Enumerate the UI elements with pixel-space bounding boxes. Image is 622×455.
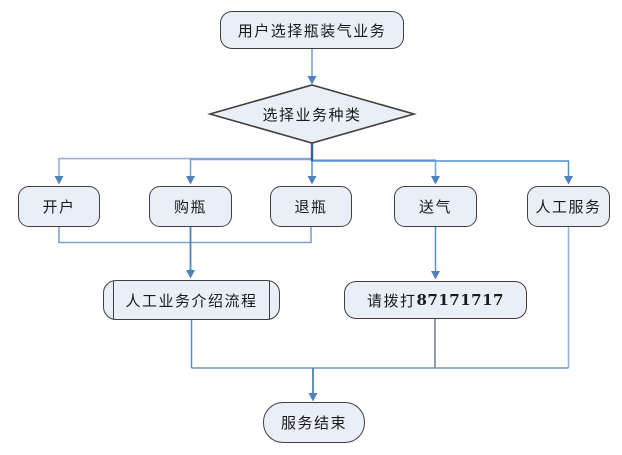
connector-decision-deliver-gas bbox=[311, 143, 437, 177]
node-call-prefix: 请拨打 bbox=[366, 291, 417, 310]
node-start: 用户选择瓶装气业务 bbox=[220, 11, 404, 49]
node-return-bottle-label: 退瓶 bbox=[294, 198, 328, 216]
connector-return-bottle-merge bbox=[190, 227, 312, 244]
node-open-account-label: 开户 bbox=[42, 198, 76, 216]
arrowhead-buy-bottle bbox=[186, 176, 195, 185]
node-buy-bottle: 购瓶 bbox=[149, 186, 232, 227]
arrowhead-end bbox=[308, 393, 318, 402]
arrowhead-call-box bbox=[431, 271, 440, 280]
node-buy-bottle-label: 购瓶 bbox=[173, 198, 207, 216]
connector-open-account-merge bbox=[58, 227, 191, 244]
node-manual-service-label: 人工服务 bbox=[535, 198, 602, 216]
arrowhead-open-account bbox=[54, 176, 64, 185]
node-start-label: 用户选择瓶装气业务 bbox=[237, 21, 387, 40]
connector-decision-buy-bottle bbox=[189, 143, 313, 177]
arrowhead-intro-process bbox=[186, 270, 195, 279]
node-open-account: 开户 bbox=[18, 186, 100, 227]
node-return-bottle: 退瓶 bbox=[270, 186, 352, 227]
arrowhead-manual-service bbox=[564, 176, 573, 185]
node-manual-service: 人工服务 bbox=[527, 186, 610, 227]
node-intro-process-label: 人工业务介绍流程 bbox=[125, 291, 258, 310]
arrowhead-deliver-gas bbox=[431, 176, 440, 185]
node-deliver-gas: 送气 bbox=[394, 186, 477, 227]
node-deliver-gas-label: 送气 bbox=[418, 198, 452, 216]
decision-diamond-shape bbox=[207, 84, 417, 144]
node-end: 服务结束 bbox=[263, 402, 365, 443]
arrowhead-decision bbox=[307, 76, 317, 85]
node-intro-process: 人工业务介绍流程 bbox=[103, 280, 280, 320]
node-call-number: 87171717 bbox=[416, 291, 504, 309]
arrowhead-return-bottle bbox=[307, 176, 317, 185]
node-end-label: 服务结束 bbox=[280, 414, 347, 432]
node-decision: 选择业务种类 bbox=[222, 99, 402, 129]
node-decision-label: 选择业务种类 bbox=[262, 105, 362, 124]
